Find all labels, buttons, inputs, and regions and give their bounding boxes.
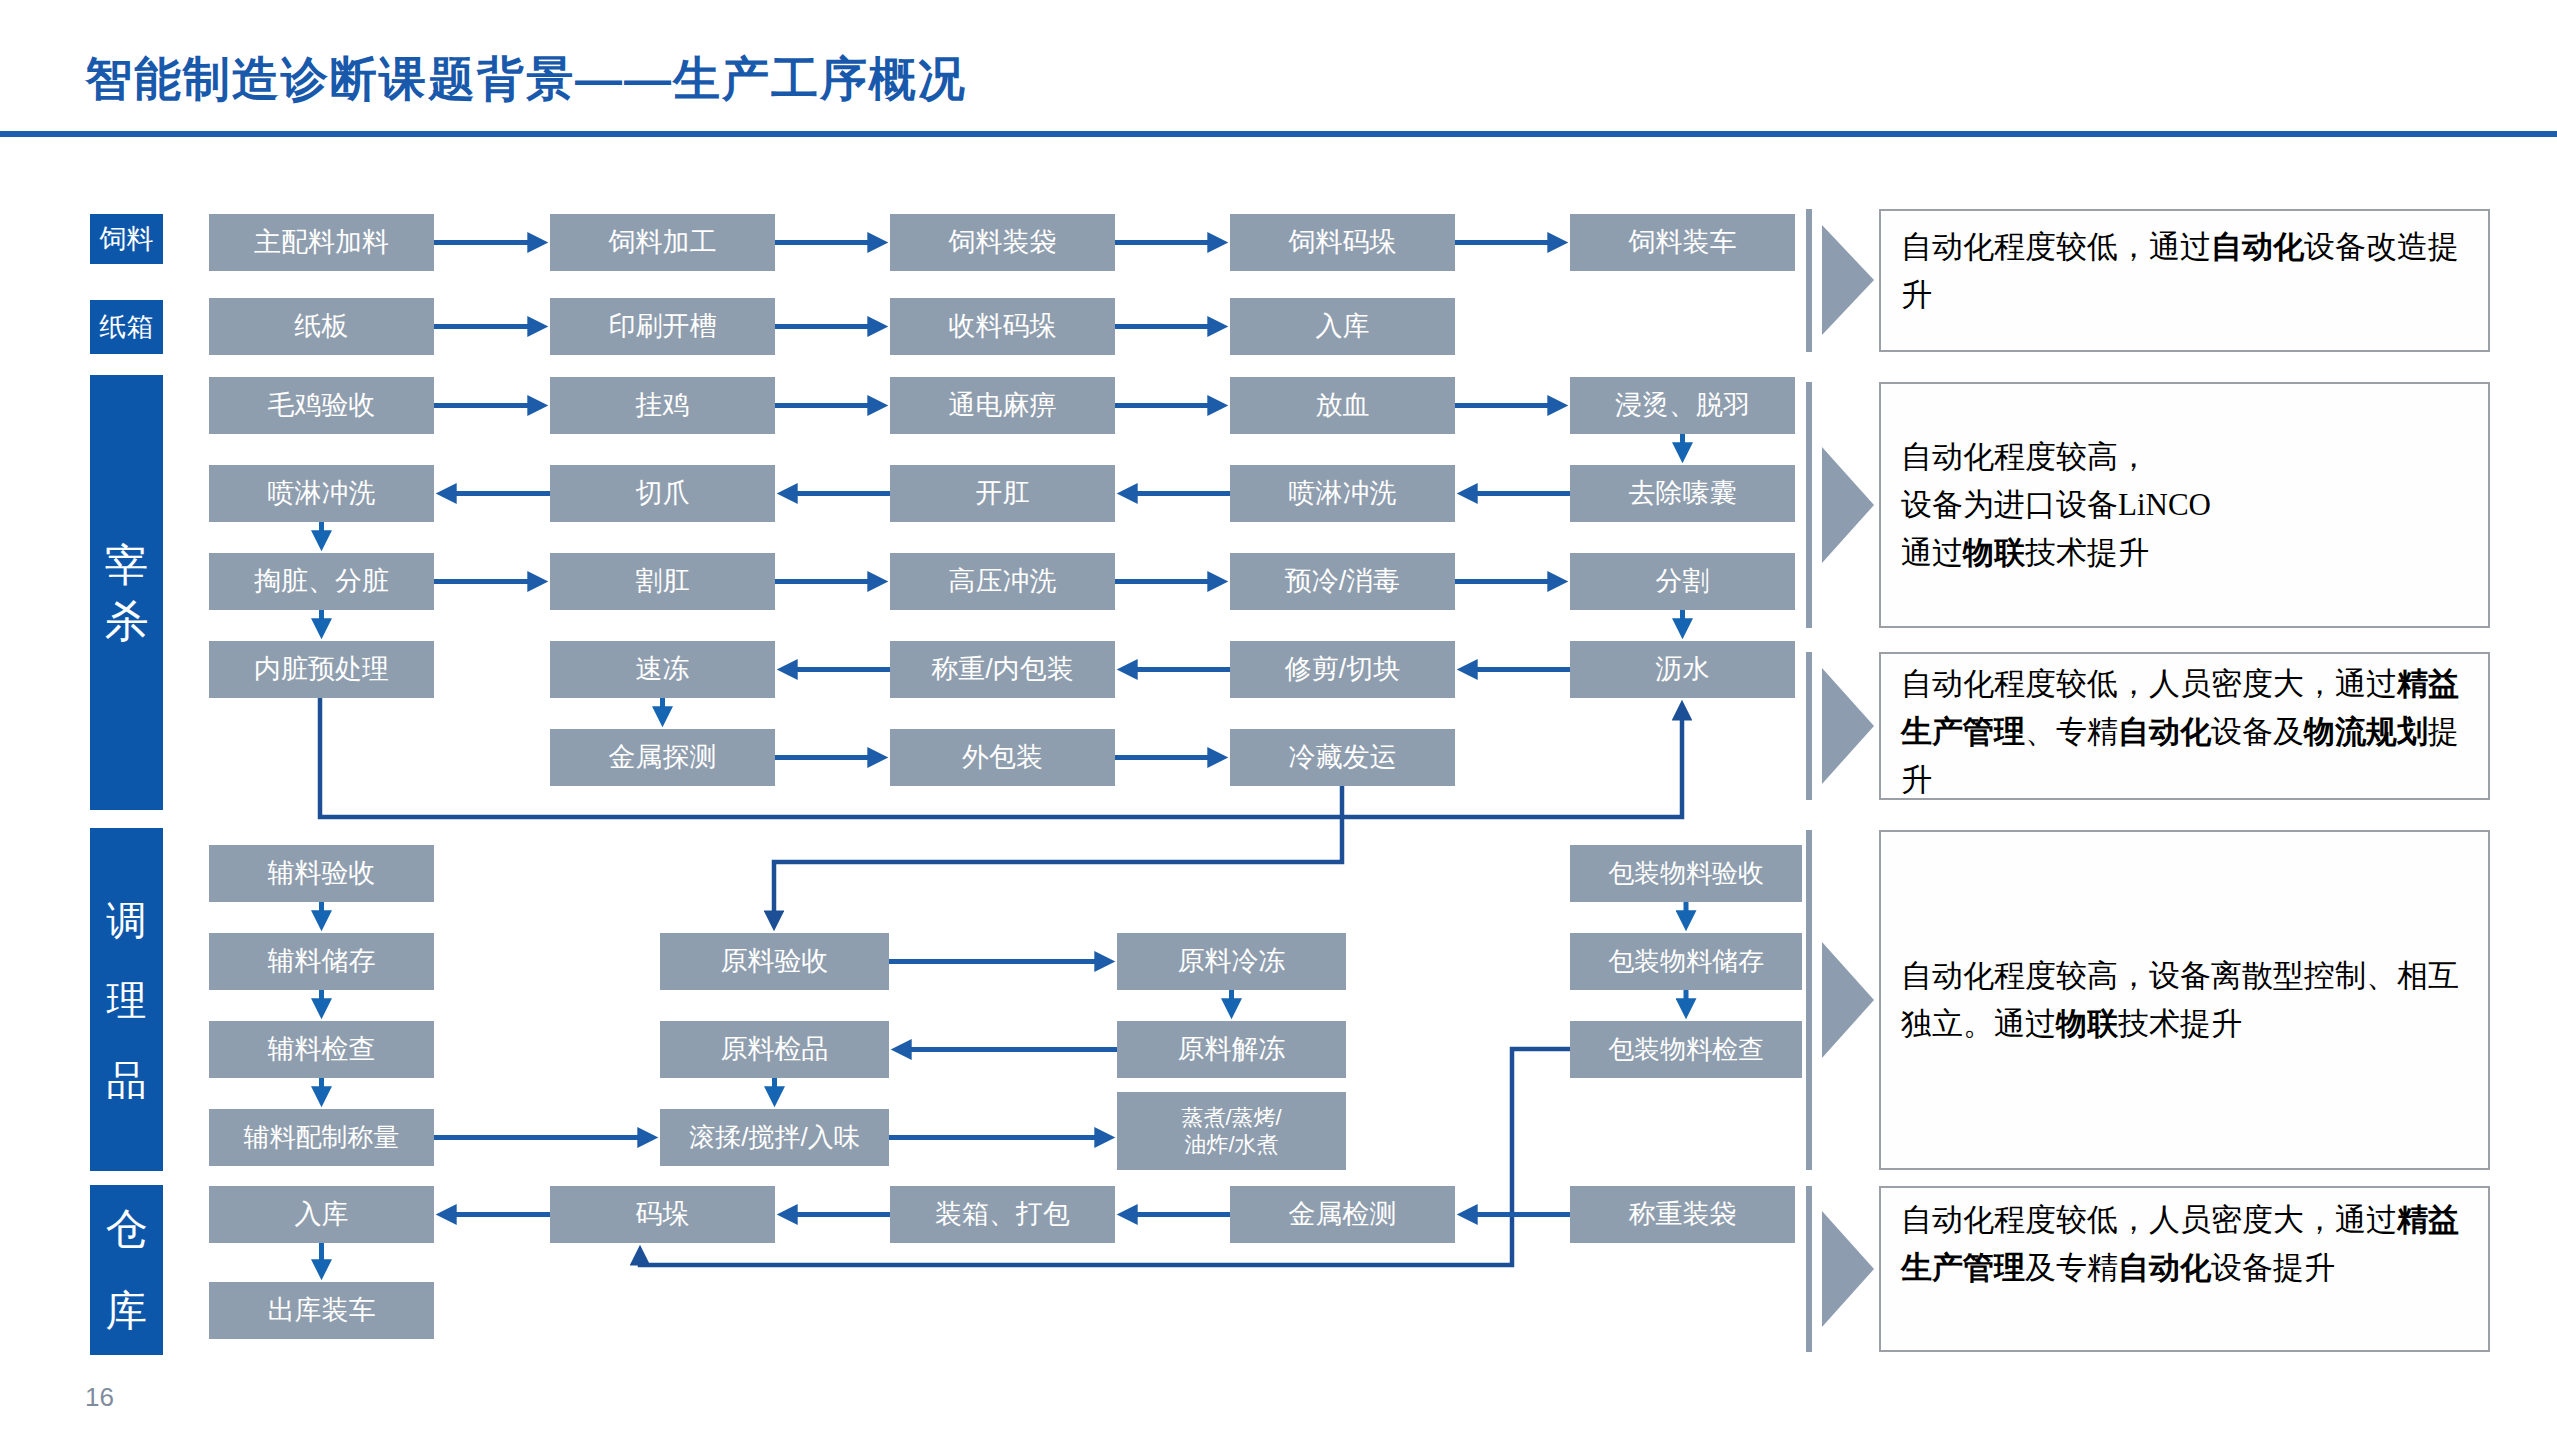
process-box-taozang: 掏脏、分脏 <box>209 553 434 610</box>
process-box-yljd: 原料解冻 <box>1117 1021 1346 1078</box>
process-box-chzd: 称重装袋 <box>1570 1186 1795 1243</box>
process-box-tdmb: 通电麻痹 <box>890 377 1115 434</box>
process-box-yllc: 原料冷冻 <box>1117 933 1346 990</box>
process-box-sljg: 饲料加工 <box>550 214 775 271</box>
process-box-zb: 纸板 <box>209 298 434 355</box>
process-box-maduo: 码垛 <box>550 1186 775 1243</box>
process-box-zhengzhu: 蒸煮/蒸烤/ 油炸/水煮 <box>1117 1092 1346 1170</box>
annotation-text: 自动化程度较低，通过自动化设备改造提升 <box>1881 211 2488 331</box>
process-box-yskc: 印刷开槽 <box>550 298 775 355</box>
section-label-prepared: 调理品 <box>90 828 163 1171</box>
process-box-sldd: 饲料装袋 <box>890 214 1115 271</box>
annotation-text: 自动化程度较低，人员密度大，通过精益生产管理及专精自动化设备提升 <box>1881 1188 2488 1304</box>
process-box-mjys: 毛鸡验收 <box>209 377 434 434</box>
process-box-fx: 放血 <box>1230 377 1455 434</box>
annotation-text: 自动化程度较高，设备离散型控制、相互独立。通过物联技术提升 <box>1881 940 2488 1060</box>
process-box-gj: 挂鸡 <box>550 377 775 434</box>
section-arrow-bar <box>1806 382 1812 628</box>
process-box-qcsn: 去除嗉囊 <box>1570 465 1795 522</box>
process-box-plcx1: 喷淋冲洗 <box>1230 465 1455 522</box>
process-box-sudong: 速冻 <box>550 641 775 698</box>
annotation-box-slaughter-top: 自动化程度较高，设备为进口设备LiNCO通过物联技术提升 <box>1879 382 2490 628</box>
process-box-bzwl2: 包装物料储存 <box>1570 933 1802 990</box>
process-box-slmd: 饲料码垛 <box>1230 214 1455 271</box>
annotation-text: 自动化程度较低，人员密度大，通过精益生产管理、专精自动化设备及物流规划提升 <box>1881 654 2488 816</box>
process-box-cznbz: 称重/内包装 <box>890 641 1115 698</box>
process-box-lishui: 沥水 <box>1570 641 1795 698</box>
section-label-warehouse: 仓库 <box>90 1185 163 1355</box>
process-box-slzc: 饲料装车 <box>1570 214 1795 271</box>
process-box-chuku: 出库装车 <box>209 1282 434 1339</box>
process-box-plcx2: 喷淋冲洗 <box>209 465 434 522</box>
process-box-gegang: 割肛 <box>550 553 775 610</box>
section-arrow-bar <box>1806 1186 1812 1352</box>
process-box-slmd2: 收料码垛 <box>890 298 1115 355</box>
annotation-box-slaughter-bottom: 自动化程度较低，人员密度大，通过精益生产管理、专精自动化设备及物流规划提升 <box>1879 652 2490 800</box>
annotation-text: 自动化程度较高，设备为进口设备LiNCO通过物联技术提升 <box>1881 421 2231 589</box>
process-box-ylys: 原料验收 <box>660 933 889 990</box>
process-box-jsjc: 金属检测 <box>1230 1186 1455 1243</box>
process-box-lcfy: 冷藏发运 <box>1230 729 1455 786</box>
process-box-ylxd: 预冷/消毒 <box>1230 553 1455 610</box>
process-box-fl2: 辅料储存 <box>209 933 434 990</box>
annotation-box-prepared: 自动化程度较高，设备离散型控制、相互独立。通过物联技术提升 <box>1879 830 2490 1170</box>
process-box-qz: 切爪 <box>550 465 775 522</box>
section-arrow-bar <box>1806 209 1812 352</box>
process-box-bzwl1: 包装物料验收 <box>1570 845 1802 902</box>
process-box-wbz: 外包装 <box>890 729 1115 786</box>
section-arrow-bar <box>1806 652 1812 800</box>
process-box-zljl: 主配料加料 <box>209 214 434 271</box>
section-label-carton: 纸箱 <box>90 300 163 354</box>
process-box-rk1: 入库 <box>1230 298 1455 355</box>
process-box-gycx: 高压冲洗 <box>890 553 1115 610</box>
process-box-nzycl: 内脏预处理 <box>209 641 434 698</box>
process-box-fenge: 分割 <box>1570 553 1795 610</box>
process-box-fl3: 辅料检查 <box>209 1021 434 1078</box>
process-box-zxdb: 装箱、打包 <box>890 1186 1115 1243</box>
process-box-jtty: 浸烫、脱羽 <box>1570 377 1795 434</box>
annotation-box-warehouse: 自动化程度较低，人员密度大，通过精益生产管理及专精自动化设备提升 <box>1879 1186 2490 1352</box>
process-box-fl1: 辅料验收 <box>209 845 434 902</box>
section-label-slaughter: 宰杀 <box>90 375 163 810</box>
process-box-kg: 开肛 <box>890 465 1115 522</box>
process-box-bzwl3: 包装物料检查 <box>1570 1021 1802 1078</box>
process-box-xjqk: 修剪/切块 <box>1230 641 1455 698</box>
annotation-box-feed-carton: 自动化程度较低，通过自动化设备改造提升 <box>1879 209 2490 352</box>
process-box-yljp: 原料检品 <box>660 1021 889 1078</box>
process-box-fl4: 辅料配制称量 <box>209 1109 434 1166</box>
process-box-gunrou: 滚揉/搅拌/入味 <box>660 1109 889 1166</box>
process-box-jsts: 金属探测 <box>550 729 775 786</box>
section-label-feed: 饲料 <box>90 214 163 264</box>
section-arrow-bar <box>1806 830 1812 1170</box>
process-box-rk2: 入库 <box>209 1186 434 1243</box>
